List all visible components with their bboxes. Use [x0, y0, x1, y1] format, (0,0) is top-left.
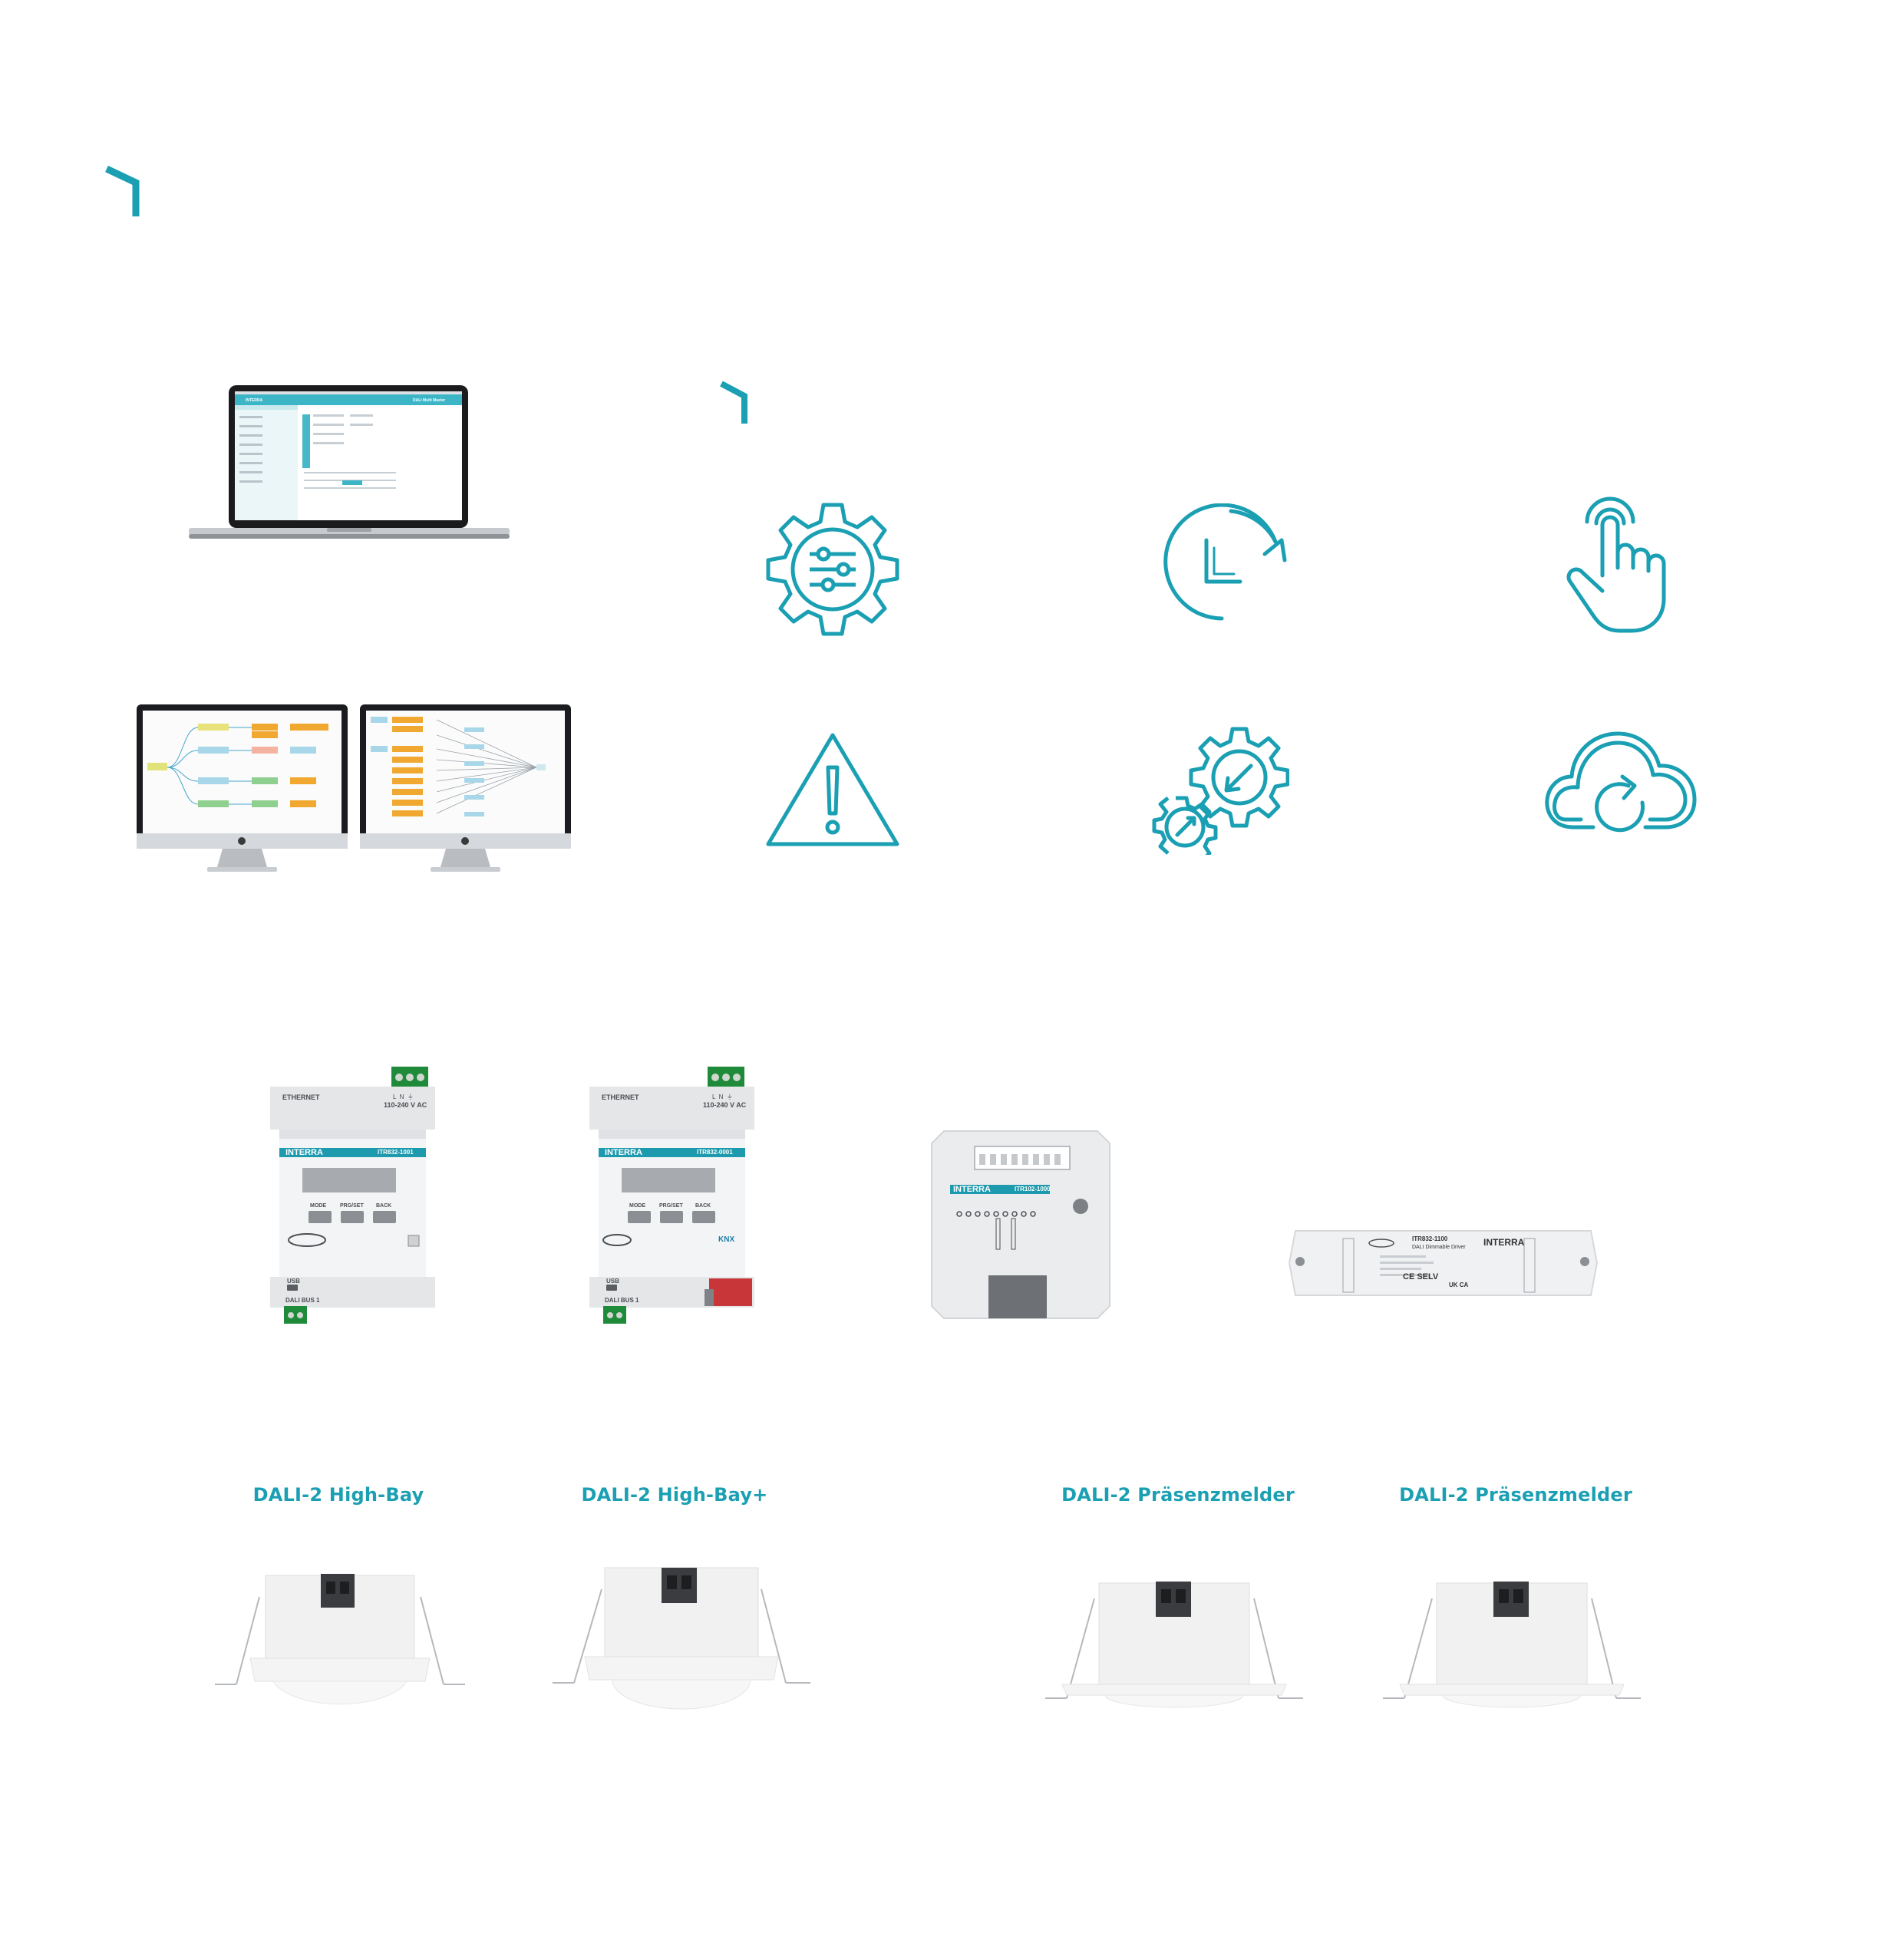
monitor-right: [360, 704, 571, 872]
sensor-label-high-bay: DALI-2 High-Bay: [252, 1484, 424, 1506]
power-terminals-label: L N ⏚: [712, 1093, 733, 1100]
gears-refresh-icon: [1152, 727, 1289, 855]
gear-sliders-icon: [766, 503, 899, 636]
cert-marks-uk: UK CA: [1449, 1281, 1469, 1288]
mode-button-label: MODE: [310, 1203, 326, 1209]
dali-driver: ITR832-1100 DALI Dimmable Driver INTERRA…: [1288, 1222, 1599, 1305]
voltage-label: 110-240 V AC: [384, 1101, 427, 1109]
laptop: INTERRA DALI Multi Master: [189, 384, 510, 549]
prgset-button-label: PRG/SET: [340, 1203, 364, 1209]
ethernet-label: ETHERNET: [282, 1093, 320, 1101]
bus-label: DALI BUS 1: [285, 1297, 320, 1304]
sensor-presence-1: [1045, 1582, 1303, 1708]
sensor-label-presence-1: DALI-2 Präsenzmelder: [1061, 1484, 1295, 1506]
cert-marks: CE SELV: [1403, 1272, 1439, 1281]
model-label: ITR832-1100: [1412, 1235, 1448, 1242]
usb-label: USB: [287, 1278, 300, 1285]
cloud-sync-icon: [1545, 731, 1697, 833]
back-button-label: BACK: [695, 1203, 711, 1209]
laptop-window-title: DALI Multi Master: [413, 398, 446, 403]
sensor-high-bay-plus: [553, 1567, 810, 1710]
sensor-high-bay: [215, 1574, 465, 1705]
sensor-label-high-bay-plus: DALI-2 High-Bay+: [581, 1484, 768, 1506]
clock-rotate-icon: [1163, 503, 1287, 621]
prgset-button-label: PRG/SET: [659, 1203, 683, 1209]
brand-label: INTERRA: [605, 1148, 642, 1157]
warning-triangle-icon: [766, 733, 899, 846]
chevron-mark: [105, 165, 140, 216]
dali-module: INTERRA ITR102-1000: [929, 1128, 1113, 1320]
knx-badge: KNX: [718, 1235, 735, 1244]
brand-label: INTERRA: [1483, 1237, 1525, 1248]
sensor-label-presence-2: DALI-2 Präsenzmelder: [1399, 1484, 1632, 1506]
voltage-label: 110-240 V AC: [703, 1101, 747, 1109]
laptop-brand: INTERRA: [246, 398, 263, 403]
sensor-presence-2: [1383, 1582, 1641, 1708]
model-label: ITR832-0001: [697, 1149, 733, 1156]
model-label: ITR832-1001: [378, 1149, 414, 1156]
touch-hand-icon: [1566, 496, 1666, 633]
model-label: ITR102-1000: [1015, 1186, 1051, 1192]
brand-label: INTERRA: [285, 1148, 323, 1157]
dali-controller-1: ETHERNET L N ⏚ 110-240 V AC INTERRA ITR8…: [270, 1067, 435, 1324]
dali-controller-2: ETHERNET L N ⏚ 110-240 V AC INTERRA ITR8…: [589, 1067, 754, 1324]
monitor-left: [137, 704, 348, 872]
chevron-mark: [720, 381, 747, 424]
mode-button-label: MODE: [629, 1203, 645, 1209]
brand-label: INTERRA: [953, 1185, 991, 1194]
bus-label: DALI BUS 1: [605, 1297, 639, 1304]
subtitle-label: DALI Dimmable Driver: [1412, 1245, 1466, 1250]
back-button-label: BACK: [376, 1203, 392, 1209]
usb-label: USB: [606, 1278, 619, 1285]
ethernet-label: ETHERNET: [602, 1093, 639, 1101]
power-terminals-label: L N ⏚: [393, 1093, 414, 1100]
